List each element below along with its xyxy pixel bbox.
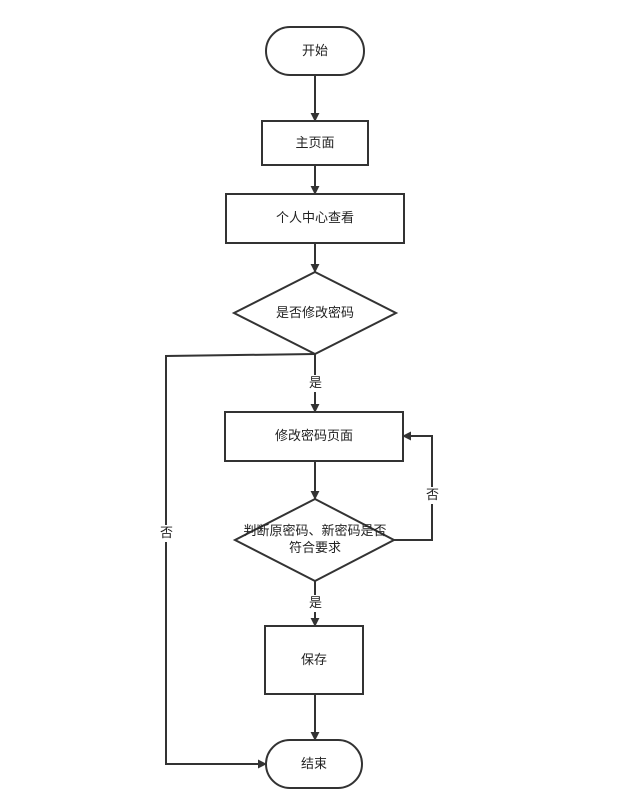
personal-center-node: 个人中心查看	[226, 194, 404, 243]
edge-label-no-2: 否	[425, 487, 441, 504]
change-password-decision-node: 是否修改密码	[234, 272, 396, 354]
main-page-label: 主页面	[295, 135, 335, 151]
end-node: 结束	[266, 740, 362, 788]
start-label: 开始	[301, 43, 328, 59]
end-label: 结束	[300, 756, 327, 772]
edge-label-no-1: 否	[159, 525, 175, 542]
edge-label-yes-1: 是	[308, 375, 324, 392]
change-password-page-label: 修改密码页面	[274, 429, 353, 444]
start-node: 开始	[266, 27, 364, 75]
edge-decision-no	[165, 353, 316, 769]
change-password-page-node: 修改密码页面	[225, 412, 403, 461]
validate-decision-node: 判断原密码、新密码是否符合要求	[240, 499, 390, 581]
main-page-box	[261, 120, 369, 166]
save-label: 保存	[300, 652, 327, 668]
save-node: 保存	[265, 626, 363, 694]
main-page-node: 主页面	[262, 121, 368, 165]
personal-center-label: 个人中心查看	[275, 211, 354, 226]
edge-label-yes-2: 是	[308, 595, 324, 612]
validate-decision-label: 判断原密码、新密码是否符合要求	[243, 524, 387, 556]
change-password-decision-label: 是否修改密码	[275, 305, 354, 321]
